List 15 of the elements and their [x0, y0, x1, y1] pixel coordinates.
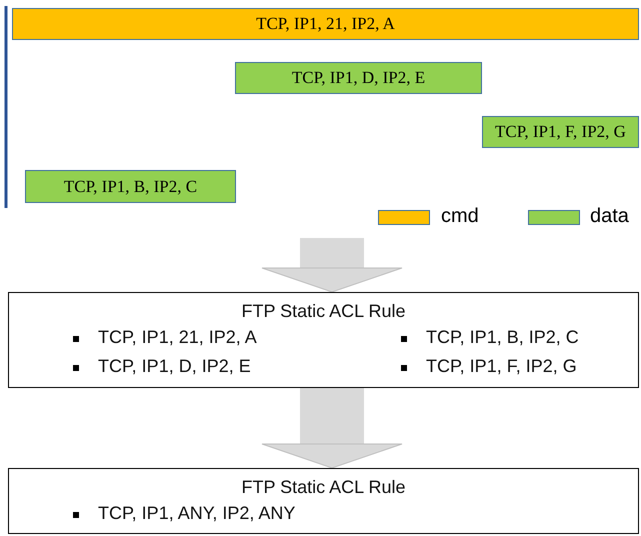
legend-label: cmd — [441, 205, 479, 228]
box-heading: FTP Static ACL Rule — [240, 477, 407, 498]
list-item: TCP, IP1, F, IP2, G — [426, 356, 577, 377]
block-arrow — [262, 388, 402, 468]
list-item: TCP, IP1, B, IP2, C — [426, 327, 579, 348]
list-item: TCP, IP1, ANY, IP2, ANY — [98, 503, 296, 524]
block-arrow — [262, 238, 402, 292]
flow-bar: TCP, IP1, B, IP2, C — [25, 170, 236, 203]
list-item: TCP, IP1, D, IP2, E — [98, 356, 251, 377]
box-heading: FTP Static ACL Rule — [240, 301, 407, 322]
flow-bar: TCP, IP1, 21, IP2, A — [12, 8, 639, 40]
list-item: TCP, IP1, 21, IP2, A — [98, 327, 257, 348]
flow-bar: TCP, IP1, F, IP2, G — [482, 116, 639, 148]
flow-bar: TCP, IP1, D, IP2, E — [235, 62, 482, 94]
legend-label: data — [590, 205, 629, 228]
